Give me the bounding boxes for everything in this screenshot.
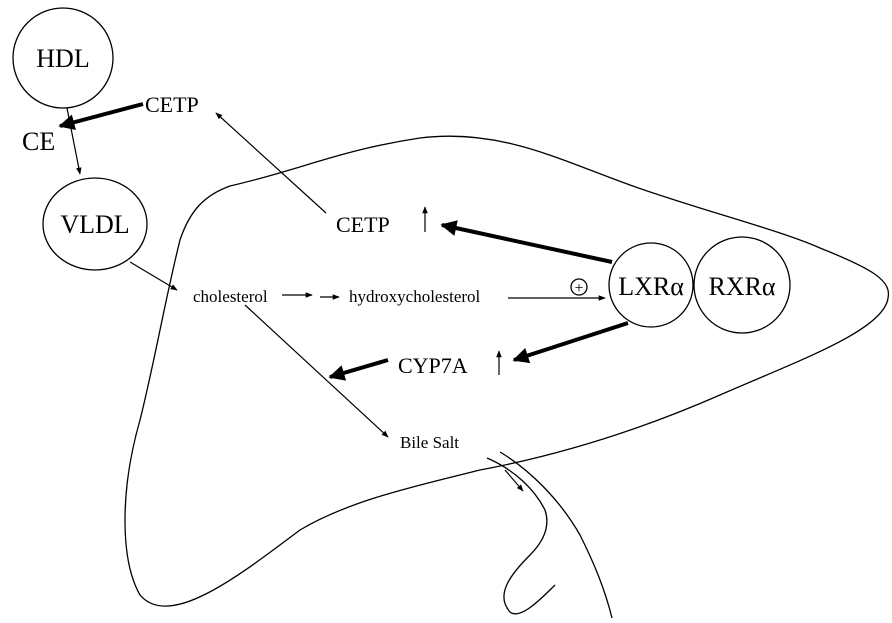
label-bile-salt: Bile Salt bbox=[400, 433, 459, 452]
arrow-lxr-to-cetp bbox=[442, 225, 612, 262]
bile-duct bbox=[487, 452, 612, 618]
label-cyp7a: CYP7A bbox=[398, 353, 468, 378]
label-ce: CE bbox=[22, 127, 55, 156]
label-cetp-inner: CETP bbox=[336, 212, 390, 237]
label-vldl: VLDL bbox=[60, 210, 129, 239]
arrow-lxr-to-cyp7a bbox=[514, 323, 628, 360]
arrow-cyp7a-to-pathway bbox=[330, 360, 388, 377]
arrow-vldl-to-cholesterol bbox=[130, 262, 177, 290]
label-lxr: LXRα bbox=[618, 272, 684, 301]
arrow-hdl-to-vldl bbox=[67, 108, 80, 174]
label-hdl: HDL bbox=[36, 44, 89, 73]
label-rxr: RXRα bbox=[708, 272, 775, 301]
liver-outline bbox=[125, 136, 888, 606]
label-cholesterol: cholesterol bbox=[193, 287, 268, 306]
arrow-cetp-out bbox=[216, 113, 326, 213]
label-hydroxycholesterol: hydroxycholesterol bbox=[349, 287, 481, 306]
activation-plus: + bbox=[574, 280, 583, 297]
arrow-cholesterol-to-bile bbox=[245, 305, 388, 437]
label-cetp-outer: CETP bbox=[145, 92, 199, 117]
